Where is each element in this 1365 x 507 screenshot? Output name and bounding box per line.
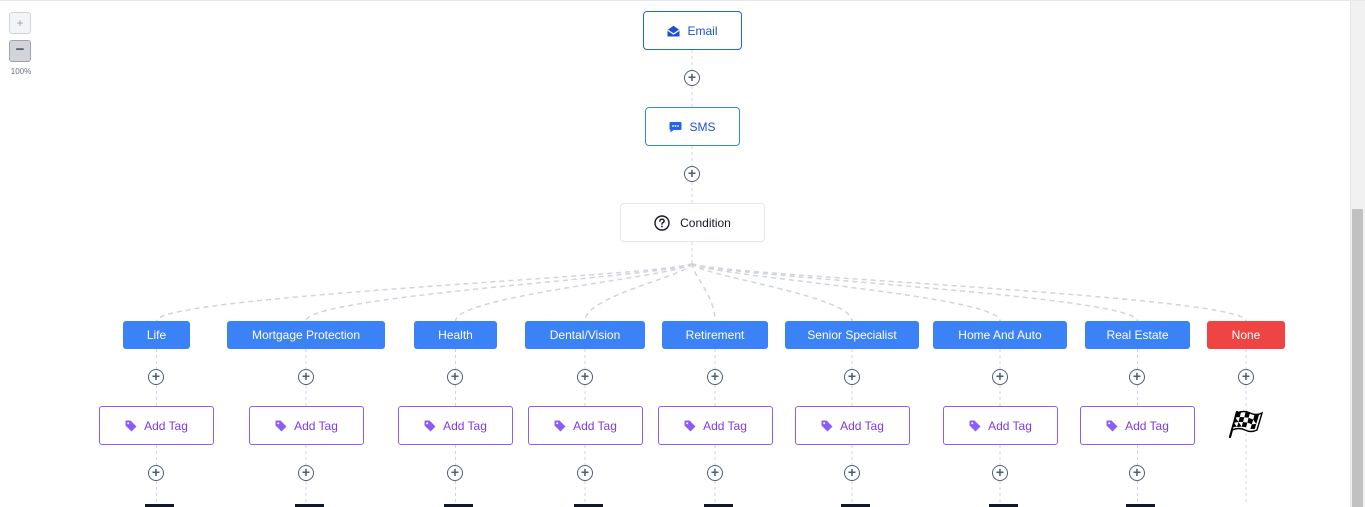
branch-label-home-and-auto[interactable]: Home And Auto <box>933 321 1067 349</box>
add-step-button[interactable]: + <box>1238 369 1254 385</box>
tag-icon <box>1106 420 1118 431</box>
tag-icon <box>821 420 833 431</box>
add-step-button[interactable]: + <box>992 465 1008 481</box>
add-step-button[interactable]: + <box>707 369 723 385</box>
add-tag-label: Add Tag <box>573 418 617 433</box>
branch-connector <box>691 262 1139 322</box>
add-tag-label: Add Tag <box>703 418 747 433</box>
add-step-button[interactable]: + <box>707 465 723 481</box>
envelope-open-icon <box>667 25 681 36</box>
add-step-button[interactable]: + <box>684 70 700 86</box>
branch-connector <box>691 262 853 322</box>
add-step-button[interactable]: + <box>844 369 860 385</box>
tag-icon <box>424 420 436 431</box>
add-step-button[interactable]: + <box>447 465 463 481</box>
zoom-in-button[interactable]: + <box>9 12 31 34</box>
email-node[interactable]: Email <box>643 11 742 50</box>
add-tag-node[interactable]: Add Tag <box>658 406 773 445</box>
add-step-button[interactable]: + <box>992 369 1008 385</box>
add-step-button[interactable]: + <box>844 465 860 481</box>
add-tag-label: Add Tag <box>988 418 1032 433</box>
scrollbar-thumb[interactable] <box>1352 209 1363 507</box>
add-tag-node[interactable]: Add Tag <box>398 406 513 445</box>
branch-label-life[interactable]: Life <box>123 321 190 349</box>
branch-label-senior-specialist[interactable]: Senior Specialist <box>785 321 919 349</box>
add-step-button[interactable]: + <box>148 465 164 481</box>
add-tag-label: Add Tag <box>443 418 487 433</box>
branch-label-retirement[interactable]: Retirement <box>662 321 768 349</box>
chat-bubble-icon <box>669 121 682 132</box>
add-tag-node[interactable]: Add Tag <box>795 406 910 445</box>
checkered-flag-icon <box>1228 410 1264 438</box>
condition-node-label: Condition <box>680 215 731 230</box>
add-step-button[interactable]: + <box>298 465 314 481</box>
branch-connector <box>155 262 693 322</box>
branch-label-dental-vision[interactable]: Dental/Vision <box>525 321 645 349</box>
add-step-button[interactable]: + <box>684 166 700 182</box>
branch-label-real-estate[interactable]: Real Estate <box>1085 321 1190 349</box>
add-tag-label: Add Tag <box>1125 418 1169 433</box>
sms-node-label: SMS <box>689 119 716 134</box>
add-tag-node[interactable]: Add Tag <box>99 406 214 445</box>
branch-connector <box>691 262 1247 322</box>
vertical-scrollbar[interactable] <box>1350 1 1365 507</box>
zoom-out-button[interactable]: − <box>9 40 31 62</box>
add-tag-node[interactable]: Add Tag <box>1080 406 1195 445</box>
add-step-button[interactable]: + <box>577 369 593 385</box>
add-tag-node[interactable]: Add Tag <box>528 406 643 445</box>
add-step-button[interactable]: + <box>1129 369 1145 385</box>
branch-connector <box>691 262 716 322</box>
add-step-button[interactable]: + <box>1129 465 1145 481</box>
branch-label-none[interactable]: None <box>1207 321 1285 349</box>
add-step-button[interactable]: + <box>447 369 463 385</box>
tag-icon <box>275 420 287 431</box>
question-circle-icon <box>654 214 670 231</box>
tag-icon <box>125 420 137 431</box>
branch-connector <box>305 262 693 322</box>
condition-node[interactable]: Condition <box>620 203 765 242</box>
add-tag-node[interactable]: Add Tag <box>249 406 364 445</box>
tag-icon <box>554 420 566 431</box>
add-step-button[interactable]: + <box>577 465 593 481</box>
sms-node[interactable]: SMS <box>645 107 740 146</box>
tag-icon <box>684 420 696 431</box>
email-node-label: Email <box>687 23 718 38</box>
add-tag-label: Add Tag <box>840 418 884 433</box>
add-step-button[interactable]: + <box>298 369 314 385</box>
zoom-level-label: 100% <box>10 67 32 76</box>
add-tag-node[interactable]: Add Tag <box>943 406 1058 445</box>
add-tag-label: Add Tag <box>294 418 338 433</box>
branch-connector <box>691 262 1001 322</box>
branch-connector <box>584 262 693 322</box>
branch-connector <box>454 262 693 322</box>
add-tag-label: Add Tag <box>144 418 188 433</box>
tag-icon <box>969 420 981 431</box>
add-step-button[interactable]: + <box>148 369 164 385</box>
branch-label-health[interactable]: Health <box>414 321 497 349</box>
branch-label-mortgage-protection[interactable]: Mortgage Protection <box>227 321 385 349</box>
